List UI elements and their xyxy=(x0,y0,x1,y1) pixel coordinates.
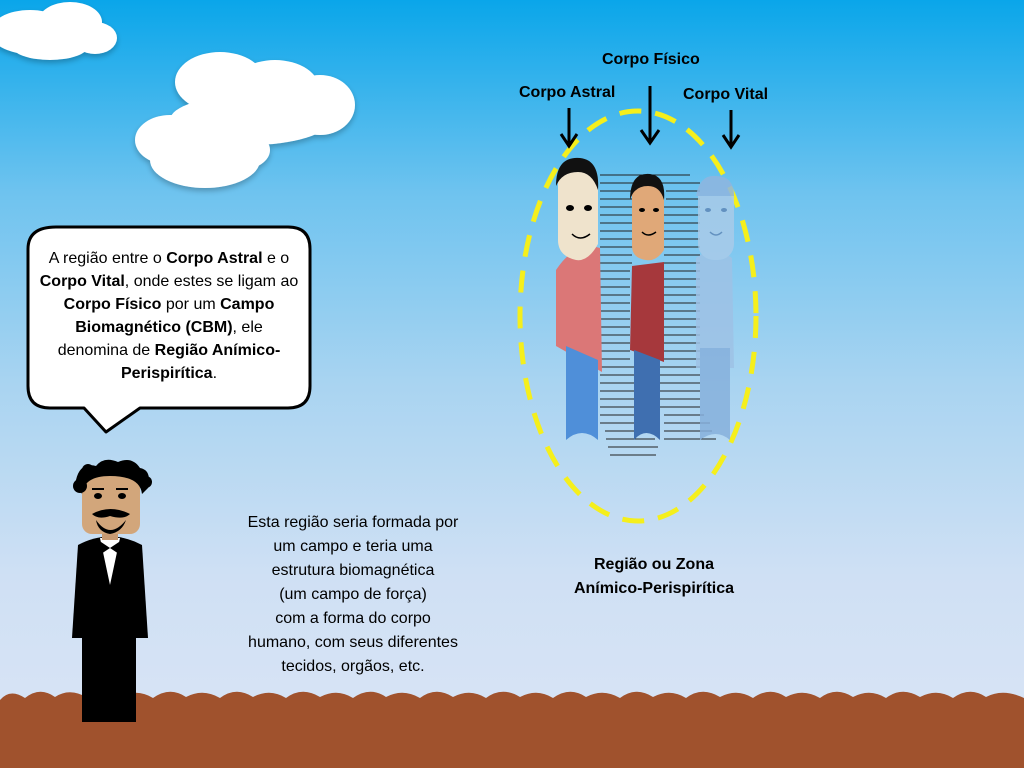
arrow-vital xyxy=(721,110,741,150)
vital-body-figure xyxy=(696,175,734,440)
physical-body-figure xyxy=(630,173,665,440)
speech-bubble-text: A região entre o Corpo Astral e o Corpo … xyxy=(38,247,300,385)
speech-bold-corpo-fisico: Corpo Físico xyxy=(63,296,162,313)
speech-bold-corpo-vital: Corpo Vital xyxy=(39,273,125,290)
arrow-fisico xyxy=(639,86,661,146)
cloud-large xyxy=(135,52,355,188)
speech-text-5: , ele denomina de xyxy=(57,319,263,359)
label-corpo-astral: Corpo Astral xyxy=(519,84,616,101)
speech-bold-campo-biomagnetico: Campo Biomagnético (CBM) xyxy=(75,296,275,336)
speech-text-1: A região entre o xyxy=(48,250,167,267)
speech-text-3: , onde estes se ligam ao xyxy=(124,273,299,290)
astral-body-figure xyxy=(556,157,602,440)
anímico-zone-ellipse xyxy=(517,108,759,524)
description-text: Esta região seria formada por um campo e… xyxy=(247,514,459,675)
speech-bold-regiao: Região Anímico-Perispirítica xyxy=(120,342,281,382)
speech-text-6: . xyxy=(212,365,218,382)
speech-text-4: por um xyxy=(161,296,221,313)
zone-label: Região ou Zona Anímico-Perispirítica xyxy=(530,553,778,601)
arrow-astral xyxy=(559,108,579,149)
label-corpo-fisico: Corpo Físico xyxy=(602,51,700,68)
label-corpo-vital: Corpo Vital xyxy=(683,86,769,103)
speech-bubble xyxy=(26,225,312,434)
speech-text-2: e o xyxy=(262,250,290,267)
cloud-top-left xyxy=(0,2,117,60)
zone-label-line2: Anímico-Perispirítica xyxy=(573,580,735,597)
ground xyxy=(0,691,1024,768)
scientist-figure xyxy=(72,459,152,722)
zone-label-line1: Região ou Zona xyxy=(594,556,714,573)
speech-bold-corpo-astral: Corpo Astral xyxy=(166,250,263,267)
